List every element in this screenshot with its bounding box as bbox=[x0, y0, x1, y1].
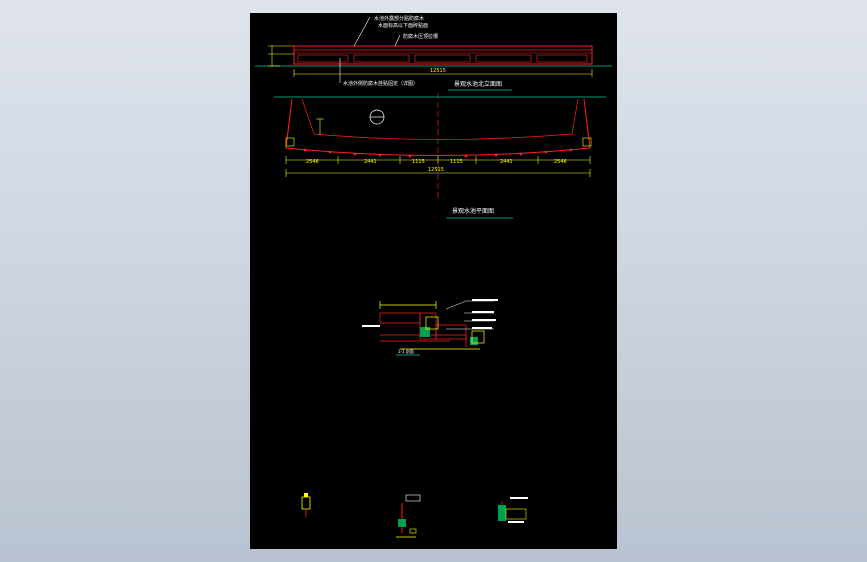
plan-dim-seg-5: 2441 bbox=[500, 159, 513, 165]
pool-outline-inner bbox=[301, 98, 579, 140]
elevation-leaders bbox=[339, 16, 401, 83]
elevation-note-top-2: 水面标高以下面砖贴面 bbox=[378, 22, 428, 29]
section-detail-hatch bbox=[420, 327, 478, 345]
drawing-canvas: 水池外露部分贴防腐木 水面标高以下面砖贴面 防腐木压顶拉槽 水池外侧防腐木挂贴固… bbox=[255, 15, 612, 538]
elevation-title: 景观水池北立面图 bbox=[454, 80, 502, 88]
section-detail-dims bbox=[379, 301, 485, 350]
plan-dim-seg-4: 1115 bbox=[450, 159, 463, 165]
plan-total-dim-text: 12515 bbox=[428, 167, 444, 173]
section-detail: 1-1 剖面 bbox=[362, 299, 498, 356]
pool-plan: 2546 2441 1115 1115 2441 2546 12515 景观水池… bbox=[274, 93, 606, 219]
elevation-note-bottom: 水池外侧防腐木挂贴固定（详图） bbox=[343, 80, 418, 87]
plan-dim-seg-2: 2441 bbox=[364, 159, 377, 165]
drawing-sheet: 水池外露部分贴防腐木 水面标高以下面砖贴面 防腐木压顶拉槽 水池外侧防腐木挂贴固… bbox=[250, 13, 617, 549]
detail-small-2 bbox=[396, 494, 421, 538]
section-detail-label: 1-1 剖面 bbox=[398, 348, 414, 354]
timber-panels bbox=[297, 54, 588, 63]
plan-side-markers bbox=[285, 118, 592, 147]
pool-outline-outer bbox=[285, 98, 591, 156]
elevation-note-mid: 防腐木压顶拉槽 bbox=[403, 33, 438, 40]
elevation-note-top-1: 水池外露部分贴防腐木 bbox=[374, 15, 424, 22]
elevation-total-dim-text: 12515 bbox=[430, 68, 446, 74]
detail-small-1 bbox=[301, 493, 311, 517]
plan-dim-seg-1: 2546 bbox=[306, 159, 319, 165]
plan-total-dim-line bbox=[285, 169, 591, 177]
fountain-nozzles bbox=[303, 148, 573, 158]
plan-dim-seg-3: 1115 bbox=[412, 159, 425, 165]
detail-small-3 bbox=[498, 497, 528, 523]
elevation-total-dim bbox=[293, 69, 593, 77]
section-detail-structure bbox=[379, 312, 467, 347]
pool-wall-elevation bbox=[293, 45, 593, 65]
plan-dim-seg-6: 2546 bbox=[554, 159, 567, 165]
elevation-height-dims bbox=[268, 45, 294, 67]
section-detail-notes bbox=[362, 299, 498, 329]
plan-segment-dim-line bbox=[285, 156, 591, 164]
north-elevation: 水池外露部分贴防腐木 水面标高以下面砖贴面 防腐木压顶拉槽 水池外侧防腐木挂贴固… bbox=[255, 15, 612, 91]
plan-title: 景观水池平面图 bbox=[452, 207, 494, 215]
